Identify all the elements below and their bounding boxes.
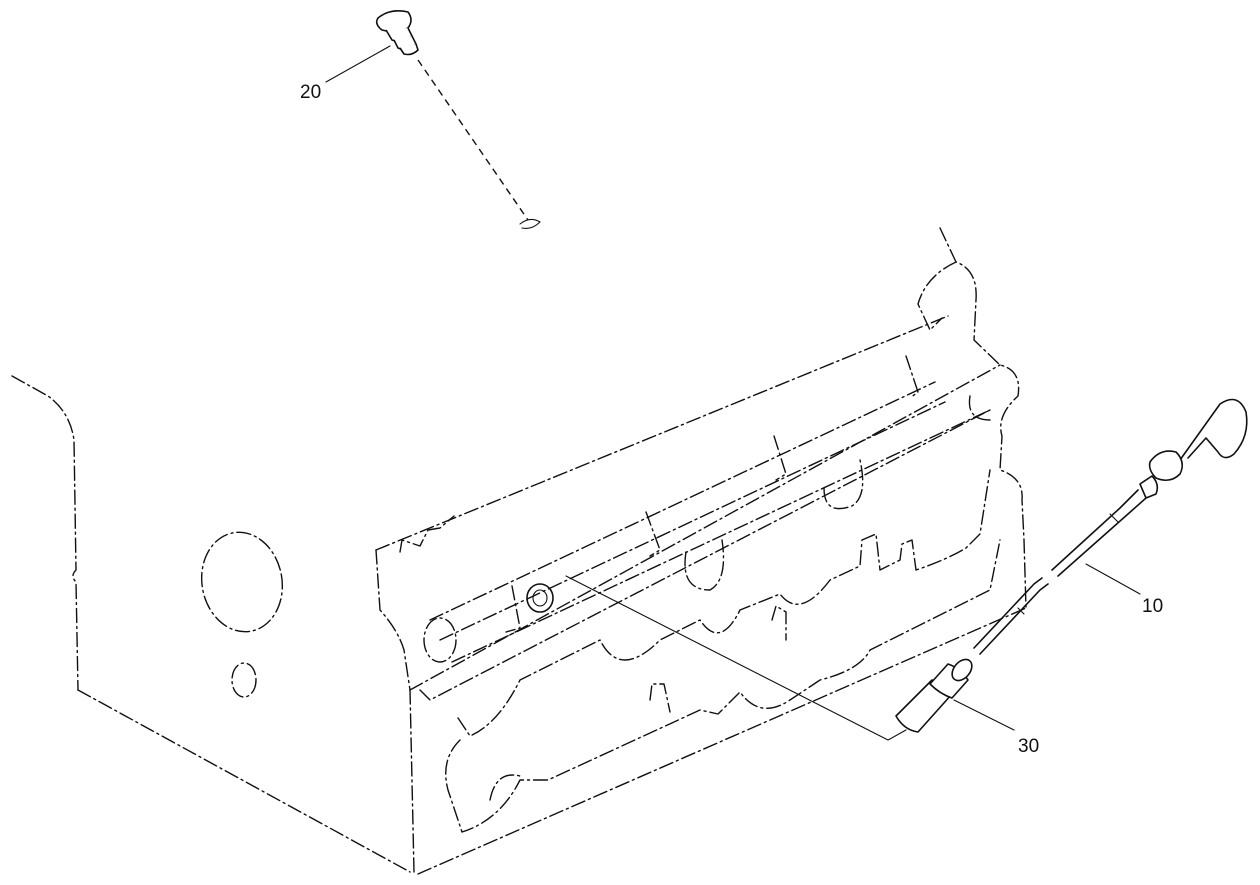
cam-rail-upper [429, 381, 936, 621]
dipstick-part [973, 398, 1248, 655]
cam-rail-end [423, 617, 457, 663]
plug-tip [399, 43, 419, 56]
callout-dipstick-label: 10 [1142, 596, 1163, 617]
dipstick-bore [526, 583, 554, 613]
cam-rail-mid [439, 401, 946, 641]
block-left-edge [11, 375, 79, 691]
block-top-deck [375, 315, 949, 551]
callout-plug-leader [325, 45, 391, 83]
plug-part [375, 10, 419, 56]
dipstick-stopper [1148, 450, 1184, 482]
block-side-bore-large [200, 531, 284, 633]
callout-dipstick-leader [1085, 563, 1141, 595]
plug-install-line [417, 59, 529, 221]
bore-to-tube-leader [565, 575, 907, 741]
block-front-left-edge [409, 689, 415, 873]
block-bottom-edge [77, 689, 411, 873]
cam-lobe-1 [505, 585, 521, 633]
dipstick-bore-outer [526, 583, 554, 613]
front-panel-lower-lobe [489, 774, 521, 801]
block-top-notch [399, 515, 455, 553]
dipstick-loop [1179, 398, 1248, 461]
cam-lobe-3 [773, 435, 787, 481]
callout-plug: 20 [300, 45, 391, 103]
callout-guide-tube-label: 30 [1018, 736, 1039, 757]
dipstick-rod-upper [1051, 489, 1147, 577]
dipstick-rod-marks [1017, 513, 1119, 615]
front-panel-upper [419, 409, 991, 737]
cam-rail-lower [451, 409, 991, 663]
guide-tube-mouth [951, 658, 973, 682]
callout-plug-label: 20 [300, 82, 321, 103]
callout-guide-tube: 30 [953, 699, 1039, 757]
dipstick-collar [1139, 475, 1159, 499]
dipstick-bore-inner [532, 589, 548, 607]
cam-lobe-4 [905, 355, 919, 399]
block-top-deck-left [375, 549, 411, 691]
block-front-bottom-edge [417, 607, 1027, 875]
block-top-right [939, 227, 1027, 609]
callout-dipstick: 10 [1085, 563, 1163, 617]
cam-lobe-2 [645, 511, 661, 557]
plug-seat-mark [519, 218, 541, 229]
front-panel-lobe-a [684, 539, 725, 591]
dipstick-rod-lower [973, 577, 1049, 655]
block-front-top-edge [409, 364, 1001, 691]
front-panel-lobe-c [968, 395, 991, 421]
front-panel-lower [445, 539, 1001, 833]
front-panel-lobe-b [823, 459, 864, 510]
block-side-bore-small [231, 662, 257, 698]
callout-guide-tube-leader [953, 699, 1015, 731]
front-panel-notches [649, 605, 787, 713]
engine-block [11, 227, 1027, 875]
block-top-corner [917, 261, 957, 331]
guide-tube-part [895, 658, 973, 733]
